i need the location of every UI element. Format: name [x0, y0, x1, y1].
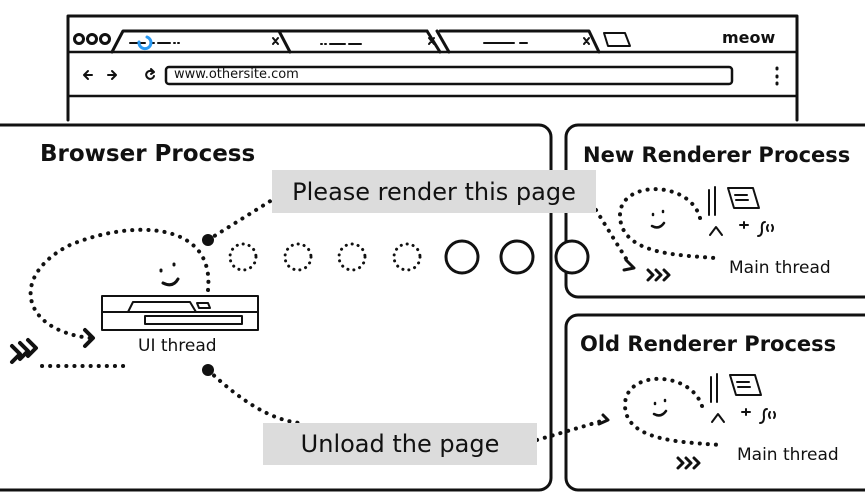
- browser-process-panel: [0, 123, 553, 492]
- pending-message-dot: [228, 242, 258, 272]
- message-dot: [499, 239, 535, 275]
- browser-process-title: Browser Process: [40, 141, 256, 167]
- reload-icon: [145, 68, 155, 80]
- arrowhead-icon: [622, 258, 636, 272]
- pending-message-dot: [392, 242, 422, 272]
- window-control-icon: [73, 33, 85, 45]
- window-control-icon: [99, 33, 111, 45]
- dotted-arrows: [28, 187, 722, 447]
- unload-message: Unload the page: [263, 423, 537, 465]
- face-icon: [650, 209, 666, 229]
- old-renderer-thread-label: Main thread: [737, 445, 839, 465]
- message-dot: [444, 239, 480, 275]
- back-icon: [83, 70, 93, 80]
- tab-3: [425, 29, 601, 54]
- pending-message-dot: [337, 242, 367, 272]
- tab-close-icon: [272, 37, 590, 45]
- forward-icon: [107, 70, 117, 80]
- pending-message-dot: [283, 242, 313, 272]
- url-text[interactable]: www.othersite.com: [174, 67, 299, 82]
- arrowhead-icon: [597, 413, 610, 426]
- chevron-icon: [646, 268, 671, 282]
- message-endpoint: [202, 234, 214, 246]
- chevron-icon: [676, 456, 701, 470]
- ui-thread-label: UI thread: [138, 336, 217, 356]
- loading-spinner-icon: [137, 35, 153, 51]
- tab-1: [110, 29, 292, 54]
- face-icon: [159, 262, 180, 287]
- render-message: Please render this page: [272, 170, 596, 213]
- tools-icon: [708, 186, 776, 424]
- window-control-icon: [86, 33, 98, 45]
- mini-browser-icon: [101, 295, 259, 331]
- new-renderer-thread-label: Main thread: [729, 258, 831, 278]
- message-endpoint: [202, 364, 214, 376]
- brand-label: meow: [722, 28, 776, 47]
- message-dot: [554, 239, 590, 275]
- old-renderer-title: Old Renderer Process: [580, 332, 837, 356]
- address-bar: [164, 65, 734, 86]
- tab-2: [277, 29, 442, 54]
- new-tab-icon: [603, 32, 631, 47]
- old-renderer-panel: [564, 313, 865, 492]
- chevron-icon: [10, 338, 38, 364]
- new-renderer-title: New Renderer Process: [583, 143, 851, 167]
- face-icon: [652, 398, 668, 417]
